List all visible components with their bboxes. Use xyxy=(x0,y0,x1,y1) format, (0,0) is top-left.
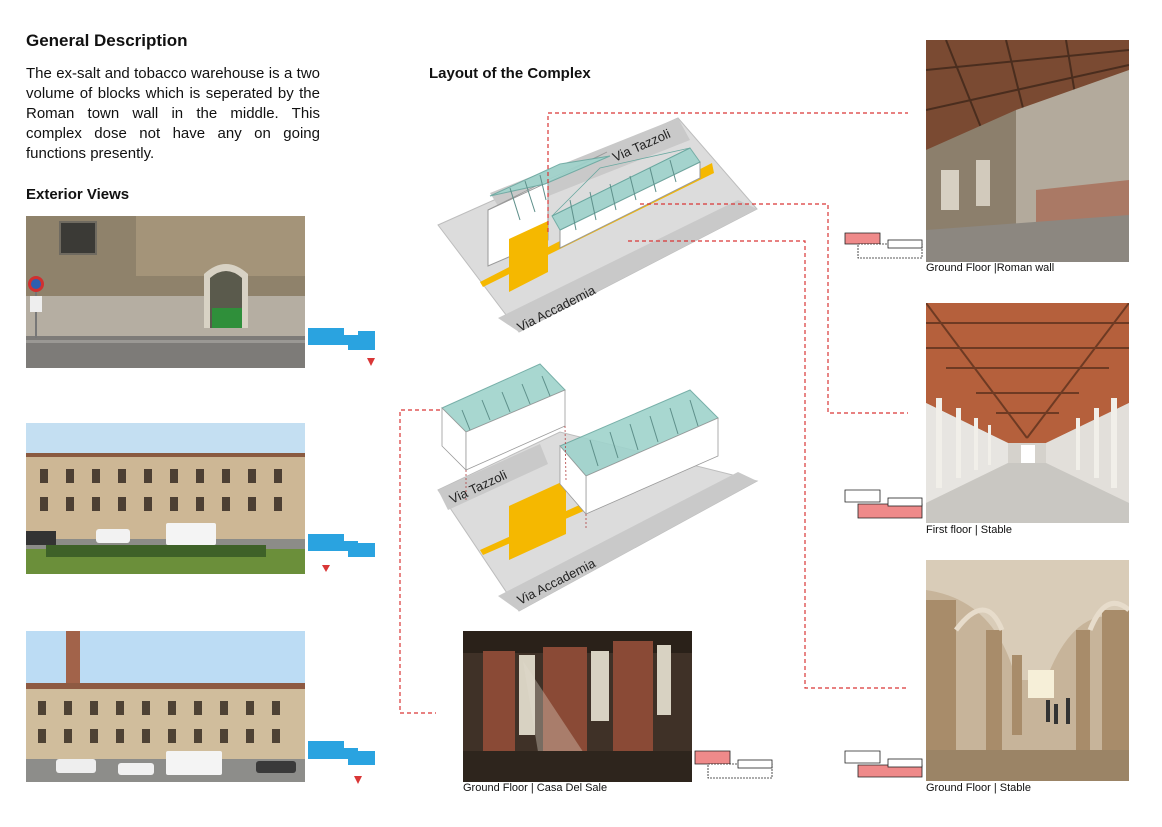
general-description-title: General Description xyxy=(26,31,188,50)
leader-ground-floor-stable xyxy=(628,240,908,689)
leader-first-floor-stable xyxy=(640,203,908,414)
bottom-roman-wall xyxy=(509,480,566,560)
bottom-label-via-tazzoli: Via Tazzoli xyxy=(447,467,509,507)
top-street-accademia xyxy=(498,200,757,332)
top-roman-wall xyxy=(509,221,548,292)
bottom-street-accademia xyxy=(498,472,757,611)
interior-photo-casa-del-sale xyxy=(463,631,692,782)
interior-photo-ground-floor-stable xyxy=(926,560,1129,781)
bottom-axonometric-diagram: Via Tazzoli Via Accademia xyxy=(437,363,759,612)
top-site-plot xyxy=(437,117,758,333)
bottom-roman-wall-strip xyxy=(480,445,714,555)
bottom-roof-east xyxy=(559,389,719,477)
exterior-photo-building-tower xyxy=(26,631,305,782)
leader-roman-wall xyxy=(547,112,908,232)
key-plan-casa-del-sale xyxy=(694,750,773,779)
interior-caption-first-floor-stable: First floor | Stable xyxy=(926,524,1012,536)
leader-lines xyxy=(399,112,908,714)
view-arrow-icon xyxy=(354,776,362,784)
top-roof-east xyxy=(551,147,701,231)
view-arrow-icon xyxy=(322,565,330,572)
interior-photo-first-floor-stable xyxy=(926,303,1129,523)
top-axonometric-diagram: Via Tazzoli Via Accademia xyxy=(437,117,758,335)
interior-caption-ground-floor-stable: Ground Floor | Stable xyxy=(926,782,1031,794)
top-label-via-tazzoli: Via Tazzoli xyxy=(610,126,673,165)
general-description-text: The ex-salt and tobacco warehouse is a t… xyxy=(26,65,320,162)
top-roman-wall-strip xyxy=(480,163,714,287)
top-label-via-accademia: Via Accademia xyxy=(515,282,599,335)
bottom-site-plot xyxy=(437,431,759,612)
key-plan-exterior-2 xyxy=(308,534,375,572)
top-street-tazzoli xyxy=(490,118,690,214)
interior-caption-roman-wall: Ground Floor |Roman wall xyxy=(926,262,1055,274)
key-plan-roman-wall xyxy=(844,232,923,259)
key-plan-exterior-1 xyxy=(308,328,375,366)
top-roof-west xyxy=(489,155,611,197)
exterior-photo-street-gate xyxy=(26,216,305,368)
bottom-street-tazzoli xyxy=(438,444,548,510)
key-plan-first-floor-stable xyxy=(844,489,923,519)
layout-title: Layout of the Complex xyxy=(429,65,591,82)
view-arrow-icon xyxy=(367,358,375,366)
leader-casa-del-sale xyxy=(399,409,440,714)
interior-photo-roman-wall xyxy=(926,40,1129,262)
exterior-photo-building-front xyxy=(26,423,305,574)
key-plan-ground-floor-stable xyxy=(844,750,923,778)
interior-caption-casa-del-sale: Ground Floor | Casa Del Sale xyxy=(463,782,608,794)
bottom-label-via-accademia: Via Accademia xyxy=(515,555,599,608)
exterior-views-title: Exterior Views xyxy=(26,186,130,203)
bottom-roof-west xyxy=(441,363,566,433)
key-plan-exterior-3 xyxy=(308,741,375,784)
